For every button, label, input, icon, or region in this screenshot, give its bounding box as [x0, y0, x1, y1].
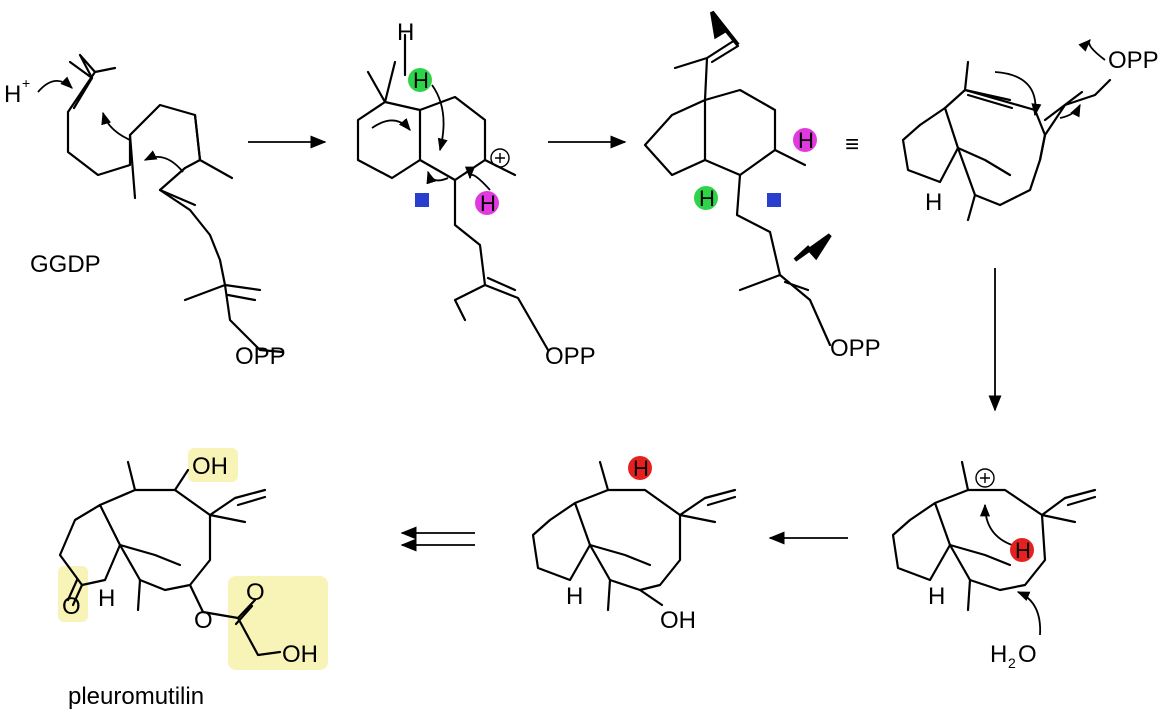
h-label-4: H: [925, 189, 942, 216]
proton-label: H: [4, 81, 21, 108]
carbonyl-o-label: O: [246, 579, 265, 606]
opp-label-1: OPP: [235, 343, 286, 370]
h-label-top: H: [397, 19, 414, 46]
h-label-magenta-1: H: [480, 191, 496, 216]
equivalent-sign: ≡: [845, 131, 859, 158]
ggdp-structure: [37, 53, 285, 354]
oh-label-6: OH: [660, 607, 696, 634]
h-label-green-1: H: [413, 68, 429, 93]
ketone-o-label: O: [62, 593, 81, 620]
red-h-marker-1: [1010, 538, 1034, 562]
h-label-7: H: [98, 585, 115, 612]
water-h-label: H: [990, 641, 1007, 668]
opp-label-3: OPP: [830, 335, 881, 362]
hydrindane-structure: [643, 10, 832, 347]
h-label-6: H: [566, 583, 583, 610]
bicyclic-cation-structure: [356, 33, 550, 352]
blue-marker-2: [767, 193, 781, 207]
tricyclic-cation-structure: [891, 460, 1097, 636]
h-label-magenta-2: H: [798, 128, 814, 153]
proton-charge: +: [22, 75, 30, 91]
terminal-oh-label: OH: [282, 641, 318, 668]
highlight-ketone-o: [58, 566, 88, 622]
magenta-h-marker-1: [475, 191, 499, 215]
ggdp-label: GGDP: [30, 251, 101, 278]
mutilin-alcohol-structure: [531, 460, 737, 612]
oh-label-7: OH: [192, 453, 228, 480]
h-label-red-2: H: [633, 456, 649, 481]
ester-o-label: O: [194, 607, 213, 634]
h-label-green-2: H: [699, 186, 715, 211]
multistep-arrow: [400, 526, 475, 552]
h-label-5: H: [928, 583, 945, 610]
blue-marker-1: [415, 193, 429, 207]
green-h-marker-1: [408, 68, 432, 92]
macrocycle-structure: [901, 39, 1112, 222]
h-label-red-1: H: [1015, 538, 1031, 563]
water-o-label: O: [1018, 641, 1037, 668]
water-sub-label: 2: [1008, 655, 1016, 671]
pleuromutilin-structure: [58, 460, 282, 657]
opp-label-4: OPP: [1108, 47, 1159, 74]
red-h-marker-2: [628, 456, 652, 480]
opp-label-2: OPP: [545, 343, 596, 370]
pleuromutilin-label: pleuromutilin: [68, 683, 204, 710]
green-h-marker-2: [694, 186, 718, 210]
highlight-oh: [188, 448, 238, 482]
magenta-h-marker-2: [793, 128, 817, 152]
